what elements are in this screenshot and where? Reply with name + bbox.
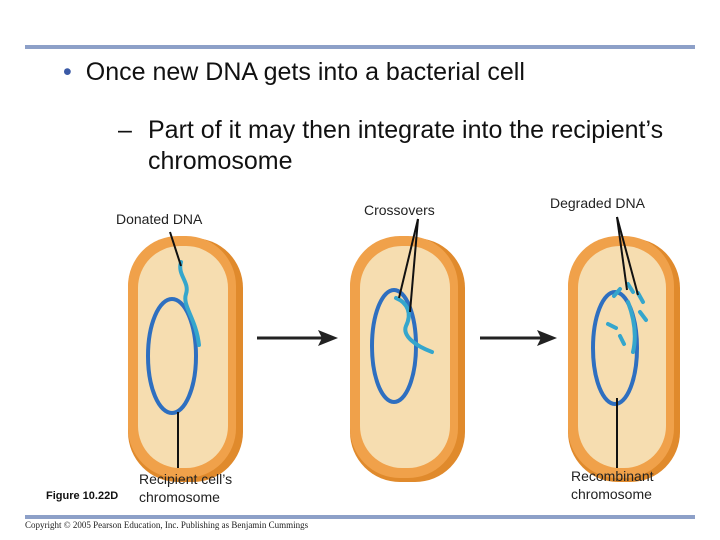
- label-recombinant-line2: chromosome: [571, 486, 652, 502]
- donor-dna-2: [394, 296, 434, 354]
- bullet-glyph: •: [63, 58, 72, 86]
- arrow-2: [480, 330, 557, 346]
- leader-crossover-right: [409, 218, 419, 313]
- label-crossovers: Crossovers: [364, 202, 435, 218]
- bullet-text: Once new DNA gets into a bacterial cell: [85, 58, 525, 86]
- cell-3: [568, 236, 680, 482]
- cell-1: [128, 236, 243, 482]
- arrow-1: [257, 330, 338, 346]
- chromosome-1: [146, 297, 198, 415]
- top-rule: [25, 45, 695, 49]
- copyright-notice: Copyright © 2005 Pearson Education, Inc.…: [25, 520, 309, 530]
- bottom-rule: [25, 515, 695, 519]
- leader-crossover-left: [398, 218, 419, 299]
- label-donated-dna: Donated DNA: [116, 211, 203, 227]
- label-recipient-line2: chromosome: [139, 489, 220, 505]
- label-recipient-line1: Recipient cell’s: [139, 471, 233, 487]
- sub-bullet-glyph: –: [118, 116, 132, 144]
- label-degraded-dna: Degraded DNA: [550, 195, 645, 211]
- label-recombinant-line1: Recombinant: [571, 468, 654, 484]
- leader-degraded-a: [616, 216, 628, 291]
- leader-donated: [169, 231, 182, 267]
- recombinant-segment: [626, 300, 637, 354]
- leader-lines: [169, 216, 639, 468]
- sub-bullet-text: Part of it may then integrate into the r…: [148, 116, 664, 175]
- leader-degraded-b: [616, 216, 639, 296]
- sub-bullet-point: – Part of it may then integrate into the…: [118, 115, 668, 177]
- bullet-point: • Once new DNA gets into a bacterial cell: [63, 58, 525, 87]
- cell-2: [350, 236, 465, 482]
- figure-number: Figure 10.22D: [46, 490, 119, 502]
- donor-dna-1: [178, 260, 201, 347]
